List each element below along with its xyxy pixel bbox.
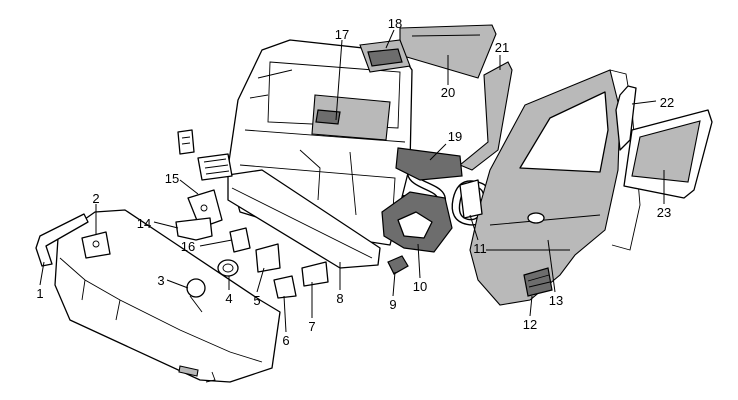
callout-13: 13 bbox=[549, 293, 563, 308]
callout-1: 1 bbox=[36, 286, 43, 301]
rear-bumper-part bbox=[54, 209, 281, 383]
callout-11: 11 bbox=[473, 241, 487, 256]
callout-20: 20 bbox=[441, 85, 455, 100]
wheel-housing-part bbox=[381, 179, 483, 253]
strip-1-part bbox=[35, 213, 89, 267]
callout-17: 17 bbox=[335, 27, 349, 42]
callout-7: 7 bbox=[308, 319, 315, 334]
callout-23: 23 bbox=[657, 205, 671, 220]
brake-light-part bbox=[359, 39, 411, 73]
reflector-part bbox=[197, 153, 233, 181]
callout-12: 12 bbox=[523, 317, 537, 332]
quarter-panel-part bbox=[469, 69, 641, 306]
bracket-7-part bbox=[301, 261, 329, 287]
callout-21: 21 bbox=[495, 40, 509, 55]
callout-19: 19 bbox=[448, 129, 462, 144]
bracket-5-part bbox=[255, 243, 281, 273]
side-glass-part bbox=[623, 109, 713, 199]
cylinder-4-part bbox=[217, 259, 239, 277]
vent-grille-part bbox=[523, 267, 553, 297]
callout-8: 8 bbox=[336, 291, 343, 306]
callout-15: 15 bbox=[165, 171, 179, 186]
callout-4: 4 bbox=[225, 291, 232, 306]
glass-seal-part bbox=[615, 85, 637, 151]
inner-rail-part bbox=[395, 147, 463, 181]
callout-3: 3 bbox=[157, 273, 164, 288]
callout-16: 16 bbox=[181, 239, 195, 254]
bracket-6-part bbox=[273, 275, 297, 299]
callout-5: 5 bbox=[253, 293, 260, 308]
callout-2: 2 bbox=[92, 191, 99, 206]
hinge-2-part bbox=[81, 231, 111, 259]
callout-10: 10 bbox=[413, 279, 427, 294]
bracket-15-part bbox=[187, 189, 223, 229]
callout-6: 6 bbox=[282, 333, 289, 348]
callout-18: 18 bbox=[388, 16, 402, 31]
pillar-trim-part bbox=[458, 61, 513, 171]
bracket-14-part bbox=[175, 217, 213, 241]
rear-panel-part bbox=[227, 169, 381, 269]
callout-14: 14 bbox=[137, 216, 151, 231]
leader-lines bbox=[39, 29, 665, 333]
callout-9: 9 bbox=[389, 297, 396, 312]
callout-labels: 1 2 3 4 5 6 7 8 9 10 11 12 13 14 15 16 1… bbox=[36, 16, 674, 348]
license-lamp-part bbox=[177, 129, 195, 155]
bracket-9-part bbox=[387, 255, 409, 275]
callout-22: 22 bbox=[660, 95, 674, 110]
clip-16-part bbox=[229, 227, 251, 253]
